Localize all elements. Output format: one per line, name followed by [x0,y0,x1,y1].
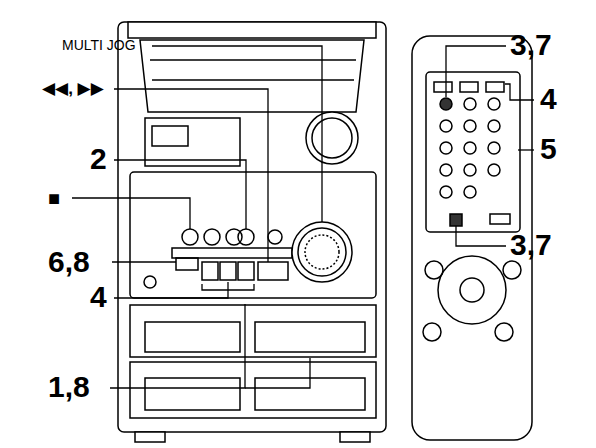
line-art [434,82,452,92]
line-art [464,142,476,154]
line-art [464,186,476,198]
line-art [486,82,504,92]
callout-number: 3,7 [510,30,552,60]
line-art [340,432,370,442]
leader-lines [72,46,534,388]
line-art [423,323,441,341]
line-art [488,120,500,132]
line-art [150,59,356,61]
line-art [204,229,220,245]
line-art [176,258,198,270]
line-art [144,276,156,288]
line-art [464,98,476,110]
line-art [152,79,354,81]
callout-number: 1,8 [48,372,90,402]
line-art [220,262,236,280]
line-art [130,362,376,418]
line-art [306,112,358,164]
callout-number: 6,8 [48,247,90,277]
line-art [292,222,352,282]
line-art [440,164,452,176]
button-symbol: ◀◀, ▶▶ [42,80,104,97]
line-art [298,228,346,276]
line-art [258,262,288,280]
line-art [438,256,506,324]
line-art [488,98,500,110]
line-art [238,229,254,245]
line-art [145,118,240,166]
line-art [446,46,506,97]
line-art [488,142,500,154]
line-art [145,378,240,410]
line-art [440,186,452,198]
line-art [440,98,452,110]
part-name: MULTI JOG [62,38,136,52]
line-art [255,322,365,352]
line-art [114,160,246,229]
line-art [490,214,510,224]
line-art [425,261,443,279]
main-unit [118,22,386,442]
line-art [488,164,500,176]
callout-number: 3,7 [510,230,552,260]
line-art [238,262,254,280]
line-art [110,304,245,388]
line-art [440,120,452,132]
line-art [140,40,364,112]
callout-number: 5 [540,134,557,164]
line-art [130,172,376,298]
line-art [503,261,521,279]
button-symbol: ■ [48,188,60,208]
line-art [130,305,376,357]
line-art [72,198,190,229]
line-art [464,164,476,176]
line-art [450,214,462,226]
callout-number: 4 [90,282,107,312]
line-art [182,229,198,245]
line-art [202,262,218,280]
line-art [456,226,506,246]
line-art [460,278,484,302]
line-art [268,230,282,244]
line-art [145,322,240,352]
callout-number: 4 [540,84,557,114]
line-art [312,118,352,158]
callout-number: 2 [90,144,107,174]
line-art [305,235,339,269]
line-art [112,261,176,262]
line-art [114,89,268,262]
line-art [505,84,534,100]
line-art [245,358,310,388]
line-art [152,126,188,146]
line-art [426,72,520,232]
line-art [152,46,322,222]
line-art [460,82,478,92]
line-art [440,142,452,154]
line-art [135,432,165,442]
line-art [464,120,476,132]
line-art [202,284,254,290]
line-art [518,149,534,150]
line-art [128,22,376,38]
line-art [118,22,386,432]
line-art [172,248,292,258]
line-art [495,323,513,341]
